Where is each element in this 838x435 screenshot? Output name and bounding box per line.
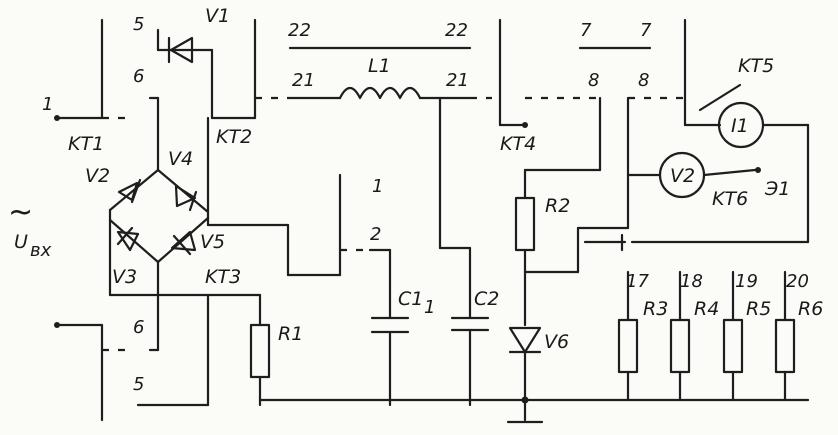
label-kt2: KT2 [216,126,252,148]
resistor-r6-icon [774,318,796,374]
label-v6: V6 [544,331,569,353]
resistor-r4-icon [669,318,691,374]
terminal-21-b: 21 [446,70,469,91]
inductor-l1-icon [338,86,422,100]
label-kt6: KT6 [712,188,748,210]
terminal-1-cap: 1 [372,176,383,197]
label-c2: C2 [474,288,499,310]
label-kt3: KT3 [205,266,241,288]
terminal-22-right: 22 [445,20,468,41]
diode-v3-icon [116,226,140,252]
terminal-1: 1 [42,94,53,115]
resistor-r5-icon [722,318,744,374]
resistor-r1 [206,293,271,407]
terminal-17: 17 [626,271,649,292]
terminal-8-b: 8 [638,70,649,91]
diode-v4-icon [174,184,198,212]
label-g1: Э1 [764,178,790,200]
terminal-19: 19 [735,271,758,292]
terminal-7-left: 7 [580,20,592,41]
label-l1: L1 [368,55,391,77]
input-u: U [14,231,28,253]
terminal-8-a: 8 [588,70,599,91]
terminal-20: 20 [786,271,809,292]
label-r1: R1 [278,323,303,345]
resistor-r2-icon [514,196,536,252]
input-tilde: ~ [8,195,33,230]
terminal-5-bottom: 5 [133,374,144,395]
terminal-21-a: 21 [292,70,315,91]
label-r4: R4 [694,298,719,320]
label-v2: V2 [85,165,110,187]
terminal-18: 18 [680,271,703,292]
label-c1: C1 [398,288,423,310]
capacitors [338,173,490,407]
terminal-6-top: 6 [133,66,144,87]
label-kt4: KT4 [500,133,536,155]
resistor-r3-icon [617,318,639,374]
terminal-22-left: 22 [288,20,311,41]
label-v1: V1 [205,5,230,27]
label-kt5: KT5 [738,55,774,77]
meter-v2-label: V2 [670,165,695,187]
kt2-and-inductor [210,18,492,250]
diode-bridge [108,96,342,407]
diode-v5-icon [170,230,197,256]
terminal-2-cap: 2 [370,224,381,245]
diode-v2-icon [117,178,142,204]
input-sub: вх [30,240,52,261]
label-c1-sub: 1 [424,297,435,318]
meter-i1-label: I1 [731,115,749,137]
label-r2: R2 [545,195,570,217]
label-r3: R3 [643,298,668,320]
terminal-6-bottom: 6 [133,317,144,338]
label-r6: R6 [798,298,823,320]
label-kt1: KT1 [68,133,104,155]
terminal-5-top: 5 [133,14,144,35]
input-section [54,18,130,422]
label-v4: V4 [168,148,193,170]
label-v3: V3 [112,266,137,288]
meters-and-loads [578,18,810,402]
r2-v6-branch [498,18,630,424]
label-v5: V5 [200,231,225,253]
label-r5: R5 [746,298,771,320]
diode-v1 [156,28,214,120]
labels: 5 V1 6 1 KT1 KT2 V2 V4 ~ U вх V5 V3 KT3 … [8,5,823,395]
terminal-7-right: 7 [640,20,652,41]
zener-v6-icon [508,326,542,354]
